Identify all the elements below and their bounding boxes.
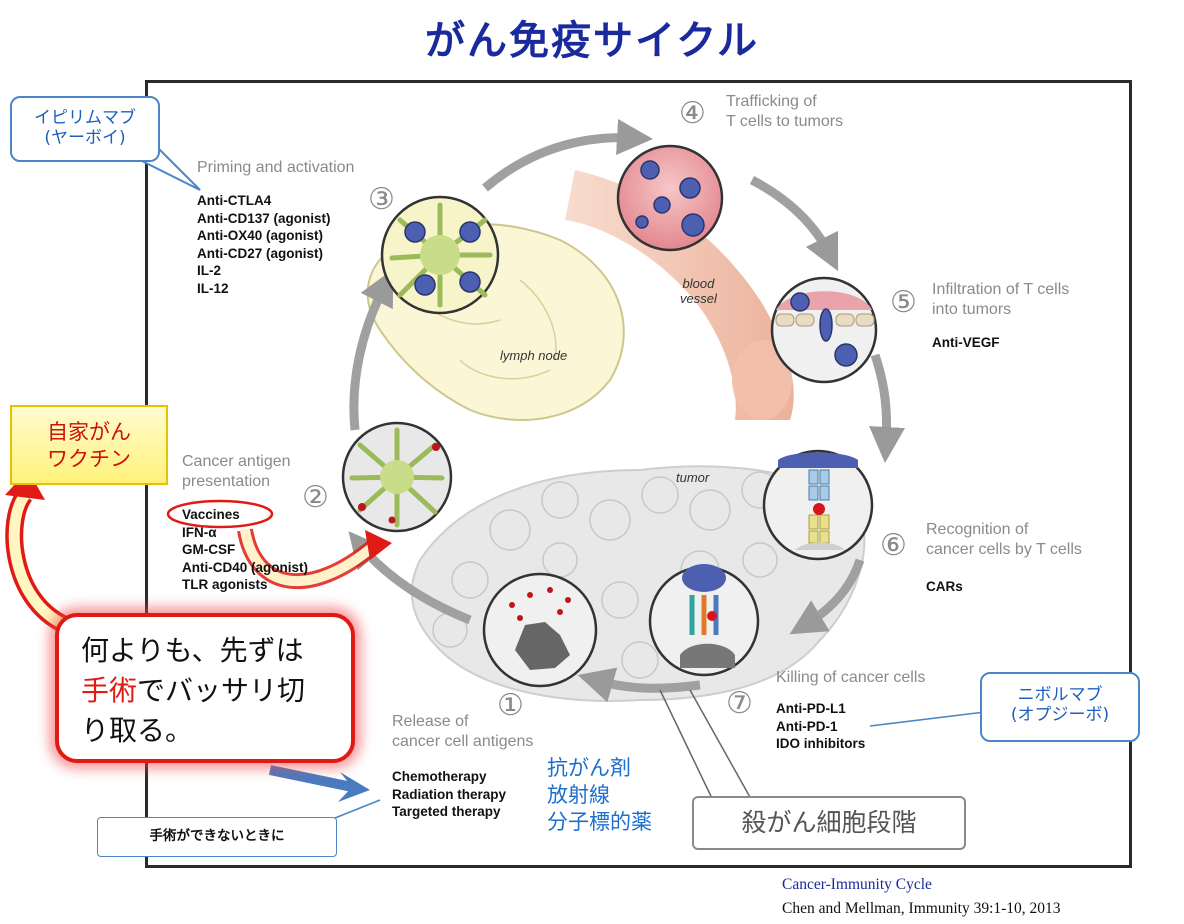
stage-4-title-line: Trafficking of (726, 93, 817, 110)
drug-item: IL-12 (197, 280, 229, 296)
drug-item: IDO inhibitors (776, 736, 866, 751)
stage-1-number: ① (497, 689, 524, 722)
citation-title: Cancer-Immunity Cycle (782, 876, 932, 893)
blood-vessel (565, 170, 794, 420)
drug-item: CARs (926, 579, 963, 594)
stage-6-title-line: Recognition of (926, 521, 1029, 538)
presentation-circle (341, 421, 453, 533)
drug-item: Anti-CTLA4 (197, 193, 272, 208)
surgery-line: 何よりも、先ずは (81, 634, 304, 667)
stage-2-title-line: Cancer antigen (182, 453, 291, 470)
infiltration-circle (770, 276, 878, 384)
drug-item: TLR agonists (182, 577, 268, 592)
drug-item: Anti-OX40 (agonist) (197, 228, 324, 243)
stage-6-title: Recognition of cancer cells by T cells (926, 520, 1082, 560)
stage-3-drugs: Anti-CTLA4 Anti-CD137 (agonist) Anti-OX4… (197, 192, 331, 297)
callout-line: 自家がん (47, 420, 131, 444)
stage-1-title: Release of cancer cell antigens (392, 712, 592, 752)
stage-4-title-line: T cells to tumors (726, 113, 844, 130)
callout-line: ワクチン (47, 447, 131, 471)
drug-item: GM-CSF (182, 542, 236, 557)
stage-1-title-line: Release of (392, 713, 469, 730)
callout-line: ニボルマブ (1017, 685, 1103, 705)
recognition-circle (762, 449, 874, 561)
surgery-emphasis: 手術 (81, 674, 138, 707)
stage-1-drugs: Chemotherapy Radiation therapy Targeted … (392, 768, 506, 821)
treatment-jp-item: 抗がん剤 (547, 756, 631, 780)
callout-line: イピリムマブ (34, 108, 136, 128)
stage-3-title: Priming and activation (197, 159, 355, 176)
drug-item: Anti-CD27 (agonist) (197, 245, 323, 261)
treatments-jp: 抗がん剤 放射線 分子標的薬 (547, 755, 652, 836)
blood-vessel-label: blood vessel (680, 276, 717, 306)
no-surgery-callout: 手術ができないときに (97, 817, 337, 857)
blood-vessel-label-line: blood (682, 276, 715, 291)
stage-5-drugs: Anti-VEGF (932, 334, 1000, 352)
citation-ref: Chen and Mellman, Immunity 39:1-10, 2013 (782, 900, 1061, 917)
drug-item: Anti-CD40 (agonist) (182, 559, 308, 575)
stage-5-title-line: Infiltration of T cells (932, 281, 1070, 298)
stage-2-title: Cancer antigen presentation (182, 452, 291, 492)
stage-7-number: ⑦ (726, 687, 753, 720)
blood-vessel-label-line: vessel (680, 291, 717, 306)
stage-5-number: ⑤ (890, 286, 917, 319)
drug-item: Anti-PD-1 (776, 718, 838, 734)
priming-circle (380, 195, 500, 315)
stage-7-drugs: Anti-PD-L1 Anti-PD-1 IDO inhibitors (776, 700, 865, 753)
drug-item: Anti-CD137 (agonist) (197, 210, 331, 226)
drug-item: Targeted therapy (392, 804, 501, 819)
drug-item: Anti-PD-L1 (776, 701, 846, 716)
stage-5-title-line: into tumors (932, 301, 1012, 318)
surgery-callout: 何よりも、先ずは 手術でバッサリ切 り取る。 (55, 613, 355, 763)
release-circle (482, 572, 598, 688)
drug-item: Chemotherapy (392, 769, 487, 784)
stage-1-title-line: cancer cell antigens (392, 733, 534, 750)
stage-6-number: ⑥ (880, 529, 907, 562)
surgery-line: 手術でバッサリ切 (81, 671, 329, 711)
killing-circle (648, 564, 760, 677)
lymph-node-label: lymph node (500, 348, 568, 363)
callout-line: (ヤーボイ) (44, 128, 126, 148)
nivolumab-callout: ニボルマブ (オプジーボ) (980, 672, 1140, 742)
drug-item: IFN-α (182, 524, 217, 540)
autologous-vaccine-callout: 自家がん ワクチン (10, 405, 168, 485)
stage-7-title: Killing of cancer cells (776, 669, 926, 686)
diagram-title: がん免疫サイクル (425, 18, 759, 64)
treatment-jp-item: 放射線 (547, 783, 610, 807)
stage-2-drugs: Vaccines IFN-α GM-CSF Anti-CD40 (agonist… (182, 506, 308, 594)
drug-item: Vaccines (182, 507, 240, 522)
stage-3-number: ③ (368, 183, 395, 216)
stage-4-number: ④ (679, 97, 706, 130)
stage-4-title: Trafficking of T cells to tumors (726, 92, 843, 132)
ipilimumab-callout: イピリムマブ (ヤーボイ) (10, 96, 160, 162)
stage-2-title-line: presentation (182, 473, 271, 490)
stage-6-drugs: CARs (926, 578, 963, 596)
callout-line: (オプジーボ) (1010, 705, 1110, 725)
surgery-line-rest: でバッサリ切 (137, 674, 306, 707)
stage-2-number: ② (302, 481, 329, 514)
drug-item: IL-2 (197, 263, 222, 278)
stage-6-title-line: cancer cells by T cells (926, 541, 1082, 558)
treatment-jp-item: 分子標的薬 (547, 810, 652, 834)
trafficking-circle (616, 144, 724, 252)
tumor-label: tumor (676, 470, 710, 485)
surgery-line: り取る。 (81, 714, 194, 747)
drug-item: Radiation therapy (392, 786, 507, 802)
killing-stage-box: 殺がん細胞段階 (692, 796, 966, 850)
stage-5-title: Infiltration of T cells into tumors (932, 280, 1069, 320)
vaccines-highlight (166, 499, 274, 529)
drug-item: Anti-VEGF (932, 335, 1000, 350)
